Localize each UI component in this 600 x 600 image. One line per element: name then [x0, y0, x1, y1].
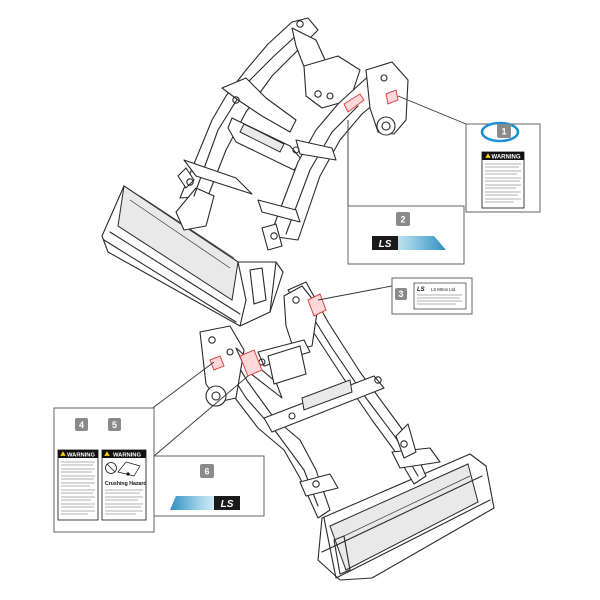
ls-stripe-decal-right: LS: [372, 236, 446, 250]
warning-decal-4: WARNING: [57, 449, 99, 521]
callout-1: 1 WARNING: [465, 121, 541, 213]
callout-number: 2: [400, 215, 405, 225]
decal-position-bracket-left: [209, 355, 225, 371]
warning-decal: WARNING: [481, 151, 525, 209]
decal-position-arm-right: [343, 93, 365, 113]
crushing-hazard-pictogram: [105, 461, 141, 477]
warning-label: WARNING: [492, 155, 521, 161]
callout-number: 6: [204, 467, 209, 477]
ls-mtron-label: LS Mtron Ltd.: [431, 287, 456, 292]
highlight-ring: [480, 121, 520, 143]
warning-label: WARNING: [67, 453, 96, 459]
ls-logo: LS: [379, 239, 392, 250]
leader-lines: [149, 95, 467, 457]
callout-3: 3 LS LS Mtron Ltd.: [391, 277, 473, 315]
callout-number: 1: [501, 127, 506, 137]
callout-number: 5: [112, 420, 117, 430]
callout-number-badge: [396, 212, 410, 226]
ls-logo: LS: [417, 287, 425, 293]
ls-logo: LS: [221, 499, 234, 510]
decal-position-bracket-right: [385, 89, 399, 105]
callout-4-5: 4 5 WARNING WARNING: [53, 407, 155, 533]
front-loader-bottom: [199, 281, 495, 581]
callout-6: 6 LS: [153, 455, 265, 517]
callout-number-badge: [108, 418, 121, 431]
decal-position-arm-left: [239, 349, 263, 377]
callout-number-badge: [497, 124, 511, 138]
ls-stripe-decal-left: LS: [170, 496, 240, 510]
front-loader-top: [101, 17, 409, 327]
callout-number-badge: [395, 288, 407, 300]
warning-decal-5: WARNING Crushing Hazard: [101, 449, 147, 521]
callout-number-badge: [75, 418, 88, 431]
callout-number-badge: [200, 464, 214, 478]
ls-mtron-nameplate: LS LS Mtron Ltd.: [413, 282, 467, 310]
crushing-hazard-label: Crushing Hazard: [105, 481, 147, 487]
callout-number: 4: [79, 420, 84, 430]
warning-label: WARNING: [113, 453, 142, 459]
callout-2: 2 LS: [347, 205, 465, 265]
callout-number: 3: [398, 289, 403, 299]
